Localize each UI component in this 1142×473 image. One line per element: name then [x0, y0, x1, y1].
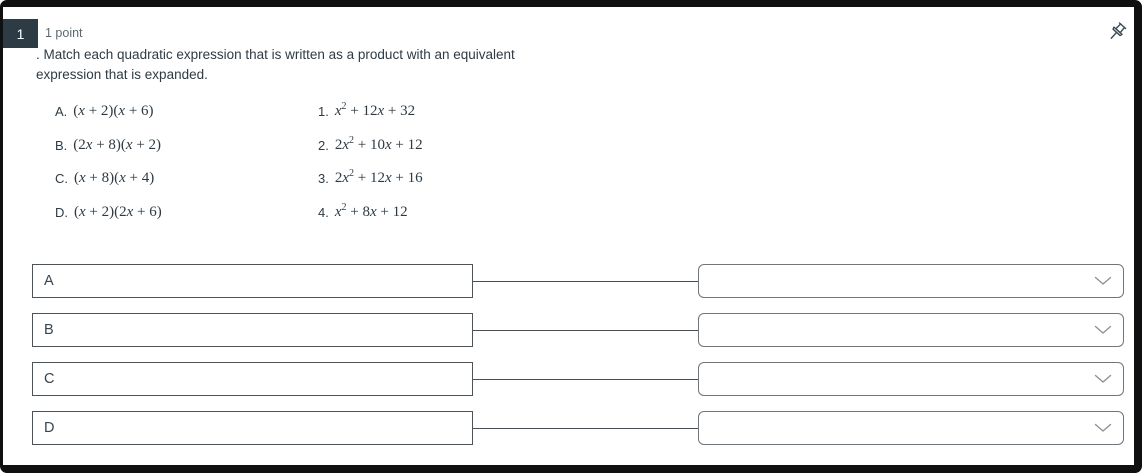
option-label: B.	[55, 137, 68, 153]
pushpin-icon[interactable]	[1098, 15, 1135, 52]
question-number-badge: 1	[3, 19, 38, 48]
chevron-down-icon	[1094, 423, 1112, 433]
option-b: B. (2x + 8)(x + 2)	[55, 129, 162, 163]
match-source-box-a: A	[32, 264, 473, 298]
option-expression: 2x2 + 10x + 12	[334, 134, 423, 153]
match-dropdown-a[interactable]	[698, 264, 1124, 298]
match-row-d: D	[0, 411, 1142, 445]
option-expression: x2 + 8x + 12	[334, 201, 408, 220]
chevron-down-icon	[1094, 374, 1112, 384]
expanded-options-column: 1. x2 + 12x + 32 2. 2x2 + 10x + 12 3. 2x…	[318, 95, 423, 229]
match-source-box-d: D	[32, 411, 473, 445]
chevron-down-icon	[1094, 276, 1112, 286]
option-label: C.	[55, 171, 68, 187]
connector-line	[473, 428, 698, 429]
match-row-c: C	[0, 362, 1142, 396]
connector-line	[473, 281, 698, 282]
match-source-label: A	[44, 273, 54, 289]
match-row-a: A	[0, 264, 1142, 298]
question-points-label: 1 point	[45, 26, 83, 40]
option-2: 2. 2x2 + 10x + 12	[318, 129, 423, 163]
chevron-down-icon	[1094, 325, 1112, 335]
option-3: 3. 2x2 + 12x + 16	[318, 162, 423, 196]
option-expression: (x + 2)(x + 6)	[73, 103, 154, 120]
option-a: A. (x + 2)(x + 6)	[55, 95, 162, 129]
option-expression: (x + 2)(2x + 6)	[74, 203, 162, 220]
connector-line	[473, 330, 698, 331]
option-4: 4. x2 + 8x + 12	[318, 196, 423, 230]
option-expression: (2x + 8)(x + 2)	[73, 136, 162, 153]
option-label: D.	[55, 204, 68, 220]
match-source-label: B	[44, 322, 54, 338]
option-expression: x2 + 12x + 32	[334, 101, 416, 120]
option-d: D. (x + 2)(2x + 6)	[55, 196, 162, 230]
match-dropdown-c[interactable]	[698, 362, 1124, 396]
option-expression: 2x2 + 12x + 16	[334, 168, 423, 187]
option-1: 1. x2 + 12x + 32	[318, 95, 423, 129]
option-label: 2.	[318, 137, 329, 153]
match-dropdown-b[interactable]	[698, 313, 1124, 347]
option-expression: (x + 8)(x + 4)	[74, 170, 155, 187]
option-label: 1.	[318, 104, 329, 120]
match-source-box-b: B	[32, 313, 473, 347]
connector-line	[473, 379, 698, 380]
match-dropdown-d[interactable]	[698, 411, 1124, 445]
match-source-box-c: C	[32, 362, 473, 396]
option-c: C. (x + 8)(x + 4)	[55, 162, 162, 196]
option-label: A.	[55, 104, 68, 120]
match-row-b: B	[0, 313, 1142, 347]
question-prompt: . Match each quadratic expression that i…	[36, 47, 515, 82]
match-source-label: C	[44, 371, 55, 387]
option-label: 4.	[318, 204, 329, 220]
product-options-column: A. (x + 2)(x + 6) B. (2x + 8)(x + 2) C. …	[55, 95, 162, 229]
match-source-label: D	[44, 420, 55, 436]
option-label: 3.	[318, 171, 329, 187]
